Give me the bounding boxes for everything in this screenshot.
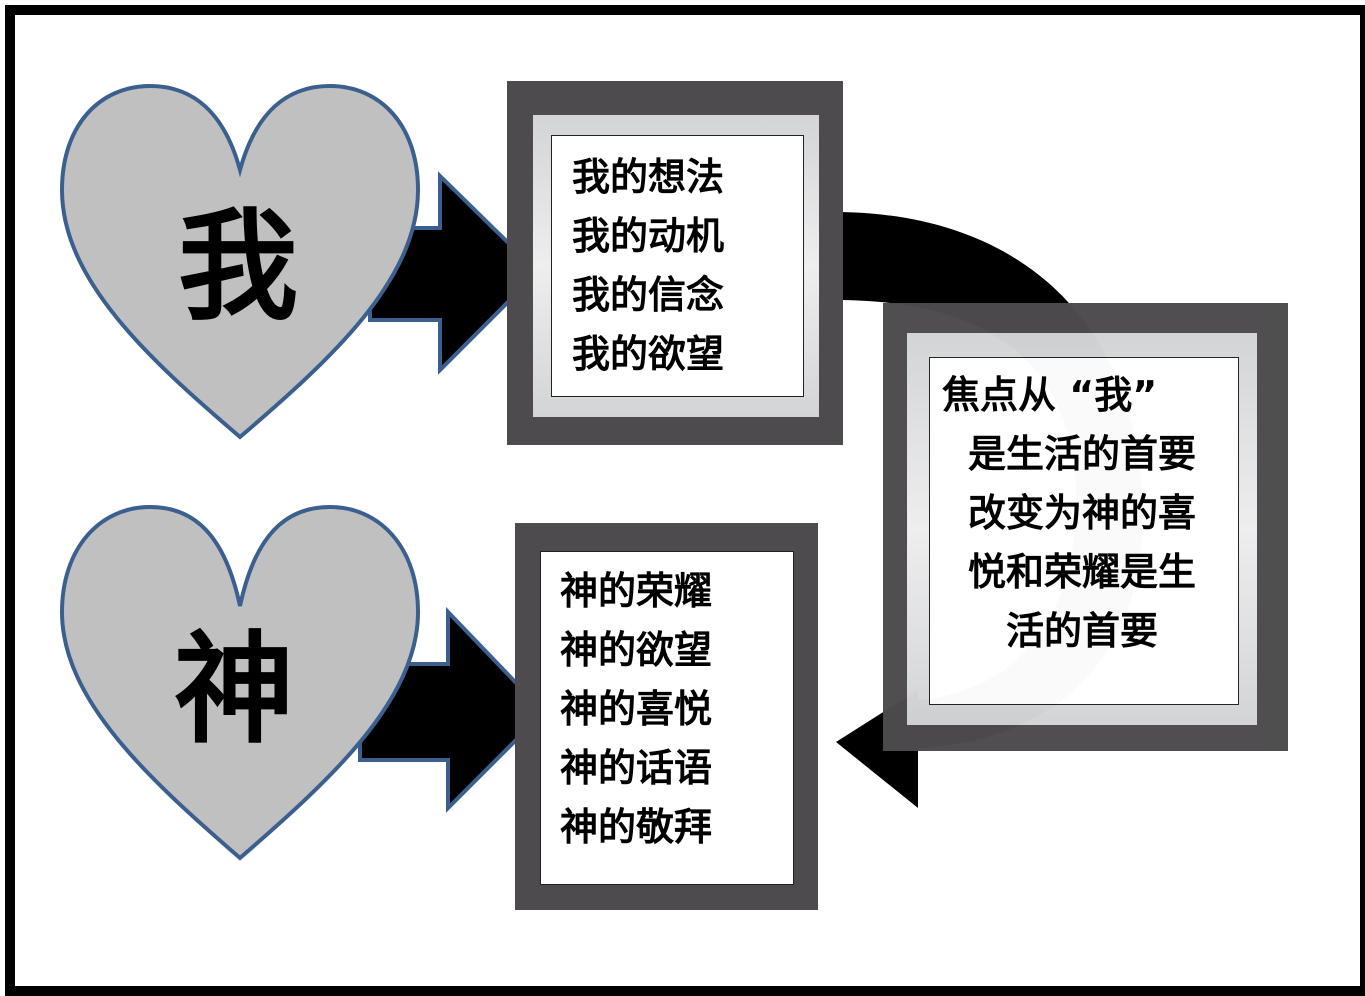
god-box-text: 神的荣耀 神的欲望 神的喜悦 神的话语 神的敬拜 xyxy=(560,562,712,857)
change-line-4: 悦和荣耀是生 xyxy=(967,550,1196,594)
god-line-4: 神的话语 xyxy=(560,746,713,790)
change-line-1: 焦点从 “我” xyxy=(942,373,1158,417)
change-line-5: 活的首要 xyxy=(1005,609,1158,653)
god-line-3: 神的喜悦 xyxy=(560,687,713,731)
god-box xyxy=(515,523,818,910)
god-line-2: 神的欲望 xyxy=(560,628,713,672)
self-line-3: 我的信念 xyxy=(572,273,725,317)
heart-label-self: 我 xyxy=(178,198,298,337)
change-line-3: 改变为神的喜 xyxy=(967,491,1196,535)
self-line-1: 我的想法 xyxy=(572,155,725,199)
change-box xyxy=(883,303,1288,751)
self-box xyxy=(507,81,843,445)
bottom-heart xyxy=(59,504,421,861)
top-arrow xyxy=(368,171,541,375)
god-box-panel xyxy=(540,551,794,885)
god-line-5: 神的敬拜 xyxy=(560,805,713,849)
change-line-2: 是生活的首要 xyxy=(967,432,1196,476)
bottom-arrow xyxy=(358,607,547,813)
god-line-1: 神的荣耀 xyxy=(560,569,713,613)
self-line-4: 我的欲望 xyxy=(572,332,725,376)
change-box-text: 焦点从 “我” 是生活的首要 改变为神的喜 悦和荣耀是生 活的首要 xyxy=(942,366,1222,661)
self-box-text: 我的想法 我的动机 我的信念 我的欲望 xyxy=(572,148,724,384)
self-line-2: 我的动机 xyxy=(572,214,725,258)
change-box-panel xyxy=(929,357,1239,705)
top-heart xyxy=(59,83,421,440)
self-box-panel xyxy=(551,135,804,397)
heart-label-god: 神 xyxy=(174,621,294,760)
